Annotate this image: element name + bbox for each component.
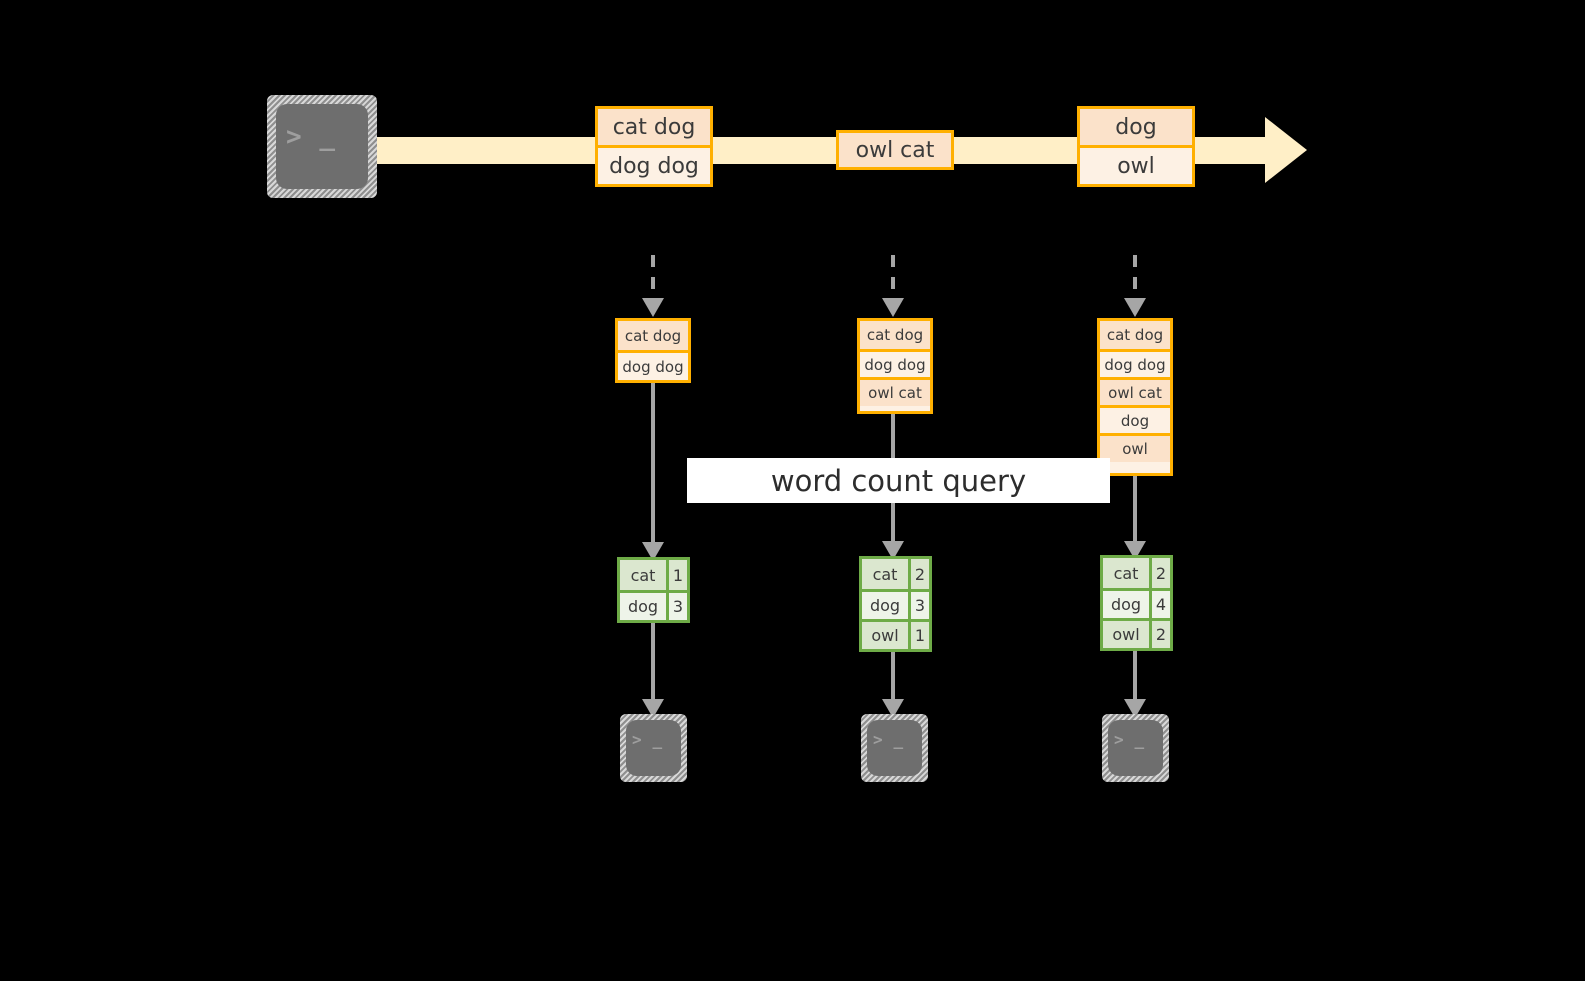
count-cell: 1 [666, 560, 687, 590]
stream-batch-2-line: owl cat [839, 133, 951, 167]
stream-batch-1-line: cat dog [598, 109, 710, 145]
input-row: owl cat [1100, 377, 1170, 405]
terminal-screen: > _ [626, 720, 681, 776]
input-table-3[interactable]: cat dog dog dog owl cat dog owl [1097, 318, 1173, 476]
count-cell: 2 [1149, 621, 1170, 648]
word-cell: cat [620, 560, 666, 590]
input-row: cat dog [618, 321, 688, 350]
input-row: dog dog [618, 350, 688, 380]
result-table-3[interactable]: cat 2 dog 4 owl 2 [1100, 555, 1173, 651]
source-terminal-icon[interactable]: > _ [267, 95, 377, 198]
table-row: owl 1 [862, 619, 929, 649]
query-label: word count query [687, 458, 1110, 503]
result-table-2[interactable]: cat 2 dog 3 owl 1 [859, 556, 932, 652]
sink-terminal-1[interactable]: > _ [620, 714, 687, 782]
stream-batch-3-line: owl [1080, 145, 1192, 184]
input-row: cat dog [860, 321, 930, 349]
input-table-1[interactable]: cat dog dog dog [615, 318, 691, 383]
word-cell: cat [862, 559, 908, 589]
table-row: owl 2 [1103, 618, 1170, 648]
terminal-prompt-glyph: > _ [632, 730, 663, 749]
input-row: dog dog [1100, 349, 1170, 377]
connector-input-to-result-1 [642, 383, 664, 561]
table-row: dog 4 [1103, 588, 1170, 618]
connector-stream-to-input-2 [882, 255, 904, 317]
count-cell: 1 [908, 622, 929, 649]
connector-result-to-sink-1 [642, 623, 664, 718]
sink-terminal-3[interactable]: > _ [1102, 714, 1169, 782]
sink-terminal-2[interactable]: > _ [861, 714, 928, 782]
terminal-screen: > _ [276, 104, 368, 189]
input-row: cat dog [1100, 321, 1170, 349]
table-row: dog 3 [862, 589, 929, 619]
terminal-prompt-glyph: > _ [1114, 730, 1145, 749]
input-row: owl cat [860, 377, 930, 406]
result-table-1[interactable]: cat 1 dog 3 [617, 557, 690, 623]
input-row: dog [1100, 405, 1170, 433]
stream-batch-1[interactable]: cat dog dog dog [595, 106, 713, 187]
stream-arrowhead [1265, 117, 1307, 183]
count-cell: 4 [1149, 591, 1170, 618]
word-cell: dog [862, 592, 908, 619]
stream-batch-3-line: dog [1080, 109, 1192, 145]
input-row: owl [1100, 433, 1170, 462]
stream-batch-1-line: dog dog [598, 145, 710, 184]
word-cell: owl [1103, 621, 1149, 648]
input-table-2[interactable]: cat dog dog dog owl cat [857, 318, 933, 414]
terminal-screen: > _ [1108, 720, 1163, 776]
count-cell: 2 [908, 559, 929, 589]
input-row: dog dog [860, 349, 930, 377]
word-cell: owl [862, 622, 908, 649]
table-row: cat 2 [862, 559, 929, 589]
terminal-prompt-glyph: > _ [873, 730, 904, 749]
stream-batch-3[interactable]: dog owl [1077, 106, 1195, 187]
count-cell: 2 [1149, 558, 1170, 588]
table-row: cat 2 [1103, 558, 1170, 588]
table-row: cat 1 [620, 560, 687, 590]
table-row: dog 3 [620, 590, 687, 620]
stream-batch-2[interactable]: owl cat [836, 130, 954, 170]
connector-stream-to-input-3 [1124, 255, 1146, 317]
connector-result-to-sink-2 [882, 652, 904, 718]
connector-input-to-result-3 [1124, 476, 1146, 560]
terminal-screen: > _ [867, 720, 922, 776]
terminal-prompt-glyph: > _ [286, 122, 337, 152]
count-cell: 3 [908, 592, 929, 619]
word-cell: dog [1103, 591, 1149, 618]
connector-stream-to-input-1 [642, 255, 664, 317]
connector-result-to-sink-3 [1124, 651, 1146, 718]
word-cell: dog [620, 593, 666, 620]
word-cell: cat [1103, 558, 1149, 588]
count-cell: 3 [666, 593, 687, 620]
